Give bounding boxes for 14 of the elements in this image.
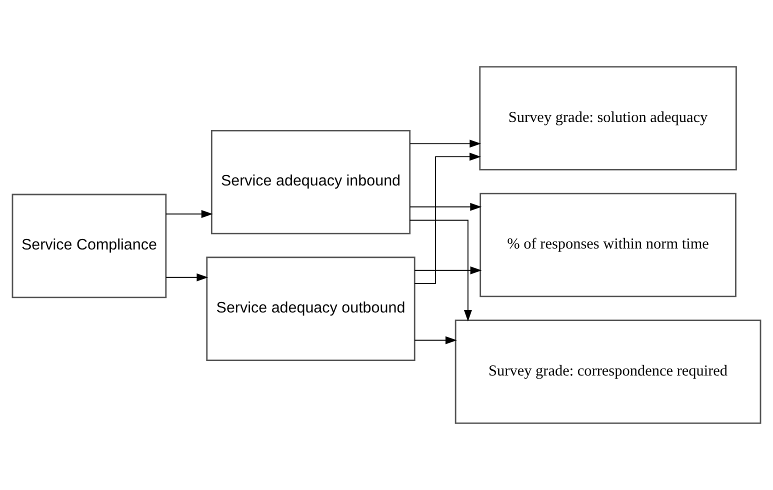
arrow — [410, 202, 482, 211]
node-box: % of responses within norm time — [480, 192, 736, 298]
arrow — [414, 152, 481, 284]
arrow — [166, 273, 208, 282]
arrow — [166, 210, 213, 218]
node-box: Service Compliance — [12, 194, 167, 298]
node-box: Service adequacy outbound — [206, 256, 416, 362]
arrow — [410, 140, 482, 148]
arrow — [414, 266, 482, 274]
arrow — [409, 220, 472, 322]
node-box: Survey grade: correspondence required — [454, 320, 762, 424]
arrow — [414, 336, 457, 344]
node-box: Survey grade: solution adequacy — [479, 66, 737, 170]
node-box: Service adequacy inbound — [210, 130, 411, 234]
